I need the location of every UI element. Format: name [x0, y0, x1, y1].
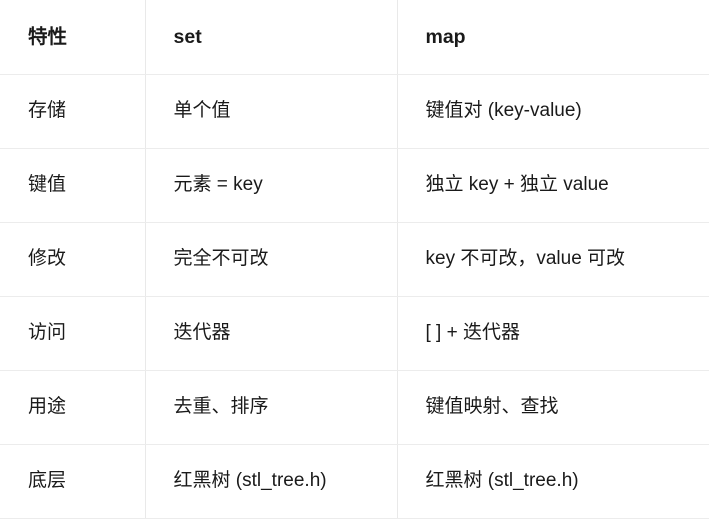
cell-set: 单个值	[145, 74, 398, 149]
table-row: 访问 迭代器 [ ] + 迭代器	[0, 296, 709, 371]
cell-map: 红黑树 (stl_tree.h)	[397, 444, 709, 519]
cell-map: [ ] + 迭代器	[397, 296, 709, 371]
cell-map: 键值映射、查找	[397, 370, 709, 445]
column-header-feature: 特性	[0, 0, 146, 75]
cell-set: 元素 = key	[145, 148, 398, 223]
cell-feature: 存储	[0, 74, 146, 149]
cell-feature: 键值	[0, 148, 146, 223]
table-row: 修改 完全不可改 key 不可改，value 可改	[0, 222, 709, 297]
cell-set: 去重、排序	[145, 370, 398, 445]
table-row: 键值 元素 = key 独立 key + 独立 value	[0, 148, 709, 223]
cell-set: 完全不可改	[145, 222, 398, 297]
table-header-row: 特性 set map	[0, 0, 709, 75]
table-row: 存储 单个值 键值对 (key-value)	[0, 74, 709, 149]
cell-map: 独立 key + 独立 value	[397, 148, 709, 223]
table-body: 存储 单个值 键值对 (key-value) 键值 元素 = key 独立 ke…	[0, 74, 709, 519]
cell-set: 迭代器	[145, 296, 398, 371]
cell-set: 红黑树 (stl_tree.h)	[145, 444, 398, 519]
cell-feature: 底层	[0, 444, 146, 519]
column-header-map: map	[397, 0, 709, 75]
cell-map: key 不可改，value 可改	[397, 222, 709, 297]
cell-feature: 修改	[0, 222, 146, 297]
table-row: 用途 去重、排序 键值映射、查找	[0, 370, 709, 445]
table-header: 特性 set map	[0, 0, 709, 75]
cell-feature: 用途	[0, 370, 146, 445]
cell-feature: 访问	[0, 296, 146, 371]
table-row: 底层 红黑树 (stl_tree.h) 红黑树 (stl_tree.h)	[0, 444, 709, 519]
cell-map: 键值对 (key-value)	[397, 74, 709, 149]
column-header-set: set	[145, 0, 398, 75]
